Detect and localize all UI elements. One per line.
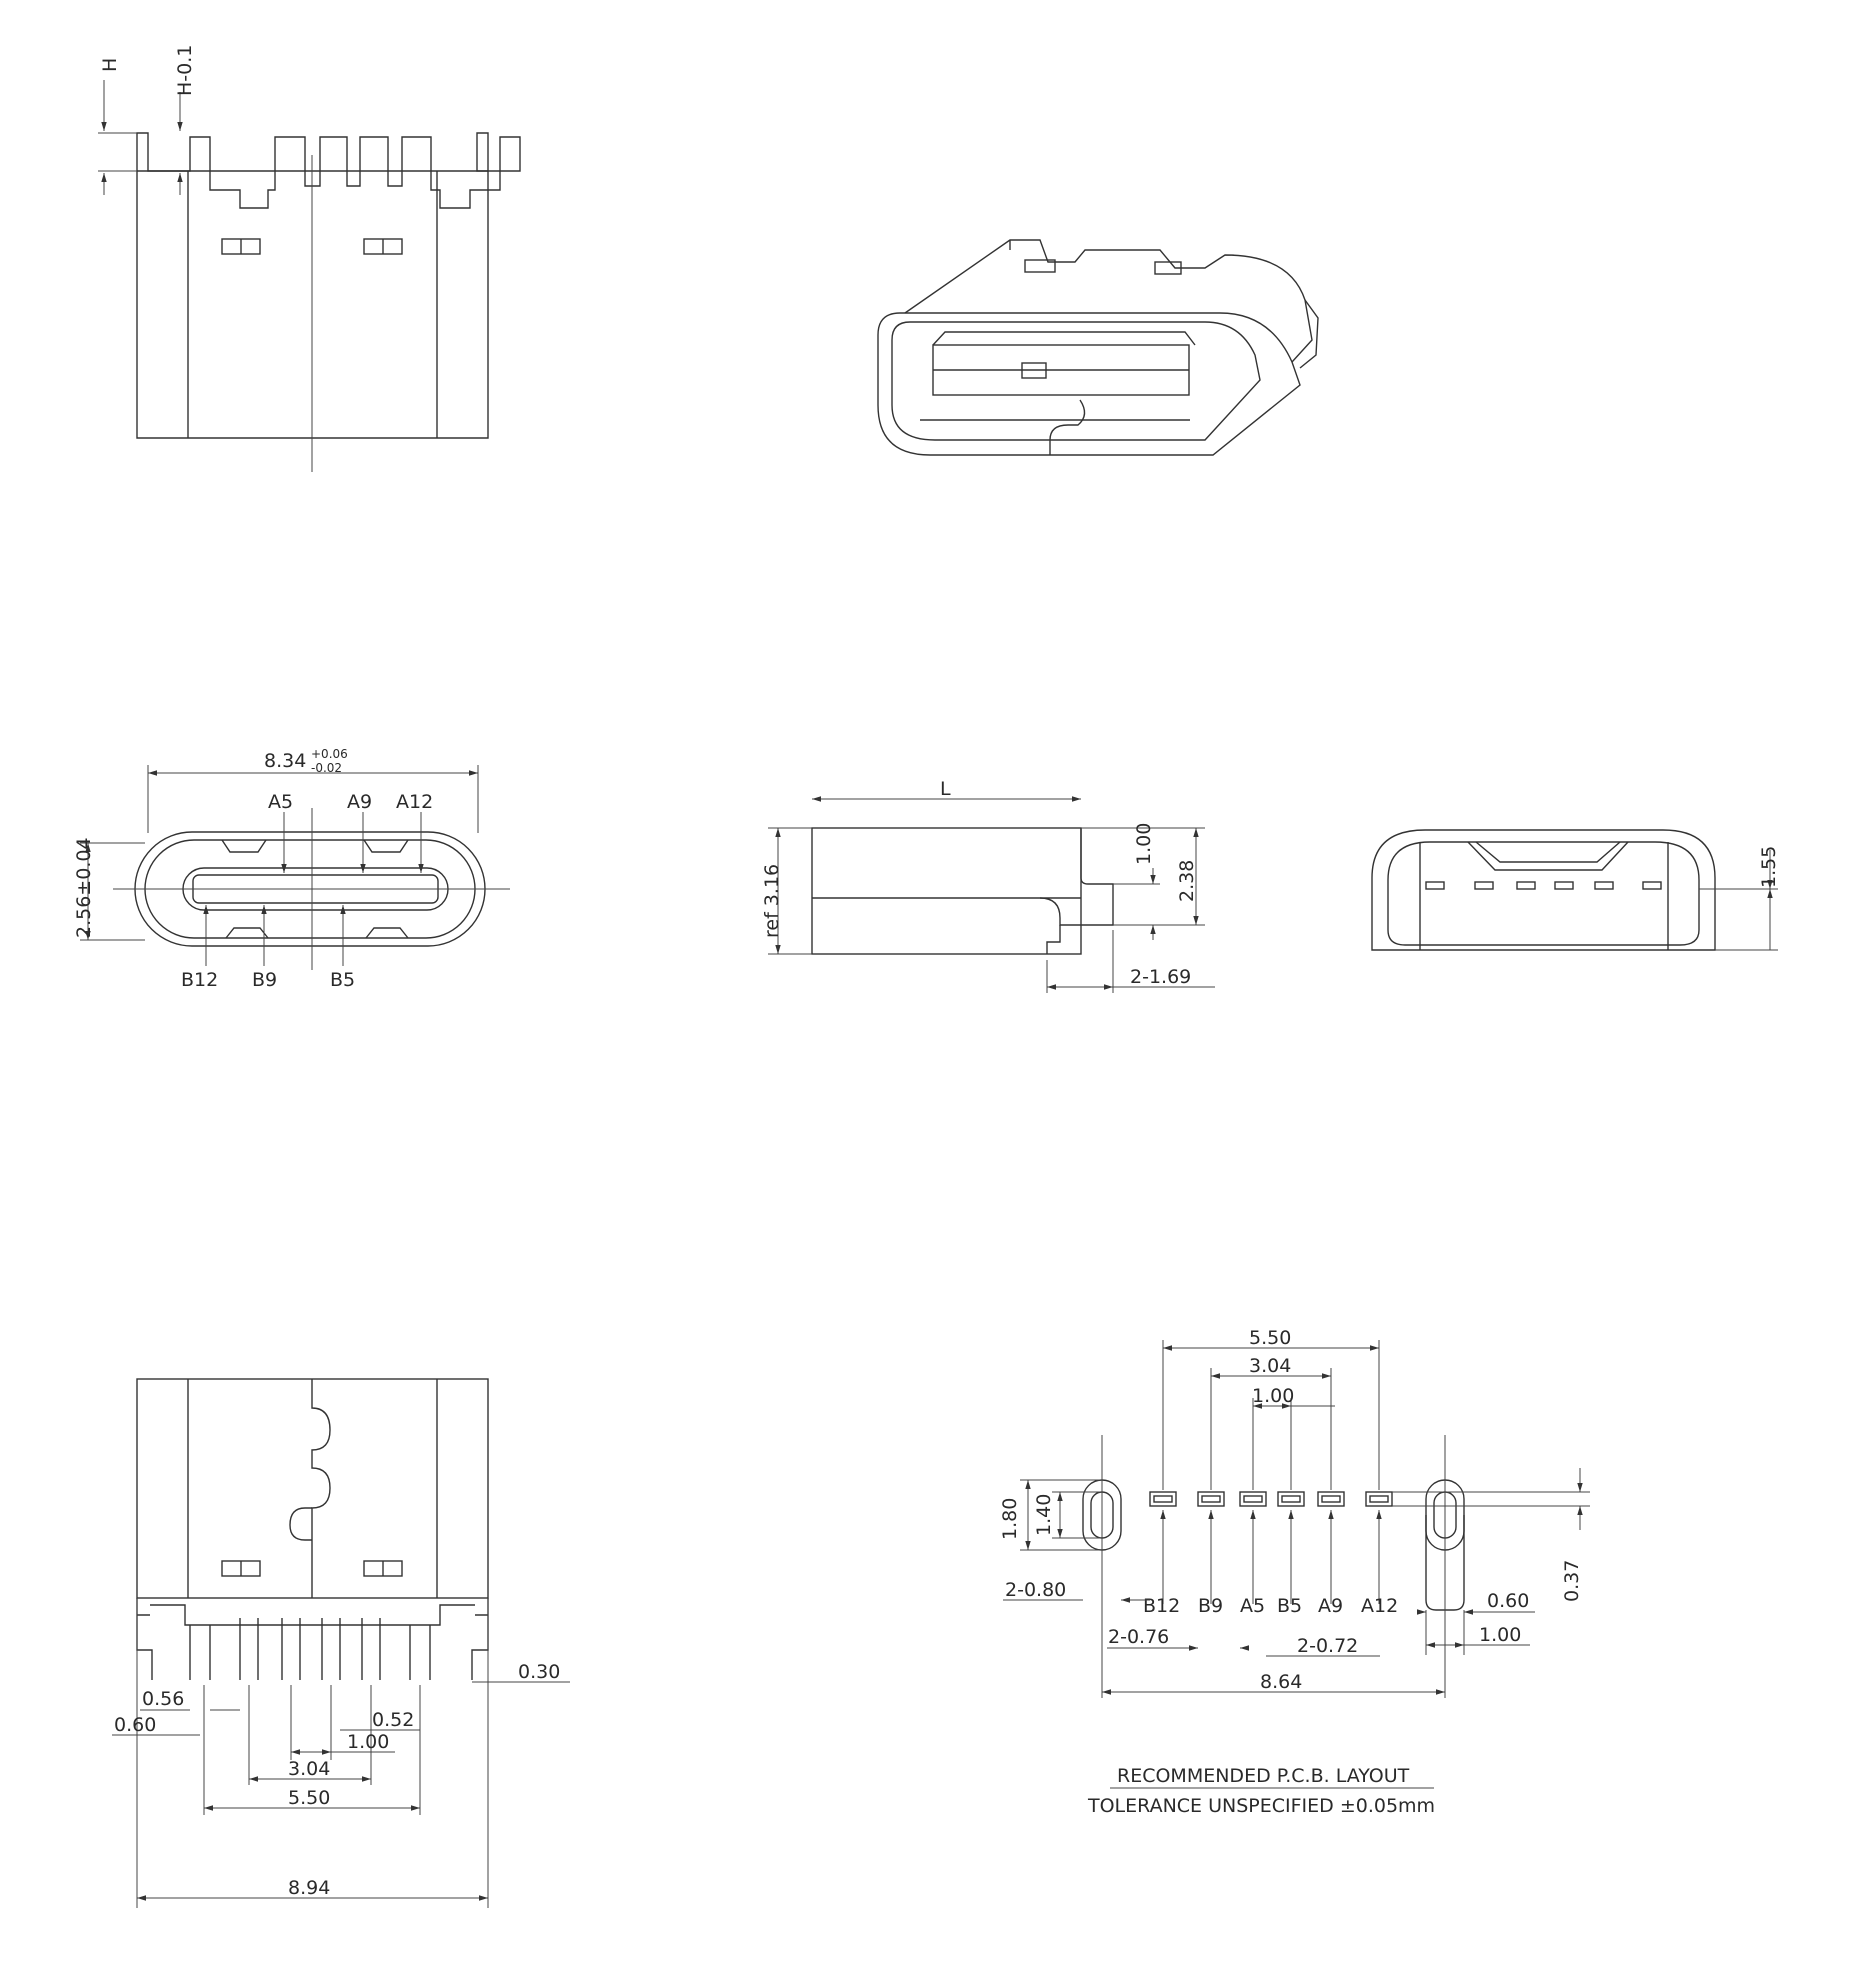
label-h: H <box>99 58 121 72</box>
label-ref: ref 3.16 <box>761 864 783 938</box>
pcb-label-8-64: 8.64 <box>1260 1671 1302 1693</box>
label-1-55: 1.55 <box>1758 846 1780 888</box>
view-rear-face: 1.55 <box>1371 829 1780 951</box>
pcb-label-2-0-72: 2-0.72 <box>1297 1635 1358 1657</box>
pcb-label-a12: A12 <box>1361 1595 1398 1617</box>
label-0-52: 0.52 <box>372 1709 414 1731</box>
label-1-00b: 1.00 <box>347 1731 389 1753</box>
label-l: L <box>940 778 951 800</box>
pcb-label-b12: B12 <box>1143 1595 1180 1617</box>
label-height: 2.56±0.04 <box>73 837 95 938</box>
pins <box>189 1618 431 1680</box>
label-a12: A12 <box>396 791 433 813</box>
pcb-label-2-0-76: 2-0.76 <box>1108 1626 1169 1648</box>
pcb-label-a5: A5 <box>1240 1595 1265 1617</box>
label-b5: B5 <box>330 969 355 991</box>
pcb-label-1-40: 1.40 <box>1033 1494 1055 1536</box>
pcb-label-b9: B9 <box>1198 1595 1223 1617</box>
note-recommended: RECOMMENDED P.C.B. LAYOUT <box>1117 1765 1410 1787</box>
label-8-94: 8.94 <box>288 1877 330 1899</box>
label-tol-plus: +0.06 <box>311 747 348 761</box>
view-pcb-layout: 5.50 3.04 1.00 1.80 1.40 0.37 B12 B9 A5 … <box>999 1327 1590 1817</box>
view-front-face: 8.34 +0.06 -0.02 2.56±0.04 A5 A9 A12 B12… <box>73 747 510 991</box>
label-b12: B12 <box>181 969 218 991</box>
pcb-label-3-04: 3.04 <box>1249 1355 1291 1377</box>
view-bottom-left: 8.94 5.50 3.04 1.00 0.52 0.56 0.60 0.30 <box>112 1378 570 1908</box>
label-5-50: 5.50 <box>288 1787 330 1809</box>
label-3-04: 3.04 <box>288 1758 330 1780</box>
label-2-38: 2.38 <box>1176 860 1198 902</box>
pcb-label-0-37: 0.37 <box>1561 1560 1583 1602</box>
pcb-label-0-60: 0.60 <box>1487 1590 1529 1612</box>
pcb-label-5-50: 5.50 <box>1249 1327 1291 1349</box>
view-top-left: H H-0.1 <box>98 45 521 472</box>
pcb-label-1-80: 1.80 <box>999 1498 1021 1540</box>
label-0-30: 0.30 <box>518 1661 560 1683</box>
note-tolerance: TOLERANCE UNSPECIFIED ±0.05mm <box>1087 1795 1435 1817</box>
label-h-minus: H-0.1 <box>174 45 196 96</box>
label-0-56: 0.56 <box>142 1688 184 1710</box>
pcb-label-1-00b: 1.00 <box>1479 1624 1521 1646</box>
view-isometric <box>877 239 1319 456</box>
label-2-1-69: 2-1.69 <box>1130 966 1191 988</box>
label-0-60: 0.60 <box>114 1714 156 1736</box>
pcb-label-2-0-80: 2-0.80 <box>1005 1579 1066 1601</box>
pads <box>1149 1491 1393 1507</box>
view-side: L ref 3.16 1.00 2.38 2-1.69 <box>761 778 1215 993</box>
pcb-label-1-00: 1.00 <box>1252 1385 1294 1407</box>
label-a9: A9 <box>347 791 372 813</box>
label-a5: A5 <box>268 791 293 813</box>
label-width: 8.34 <box>264 750 306 772</box>
label-b9: B9 <box>252 969 277 991</box>
pcb-label-a9: A9 <box>1318 1595 1343 1617</box>
pcb-label-b5: B5 <box>1277 1595 1302 1617</box>
label-1-00: 1.00 <box>1133 823 1155 865</box>
label-tol-minus: -0.02 <box>311 761 342 775</box>
